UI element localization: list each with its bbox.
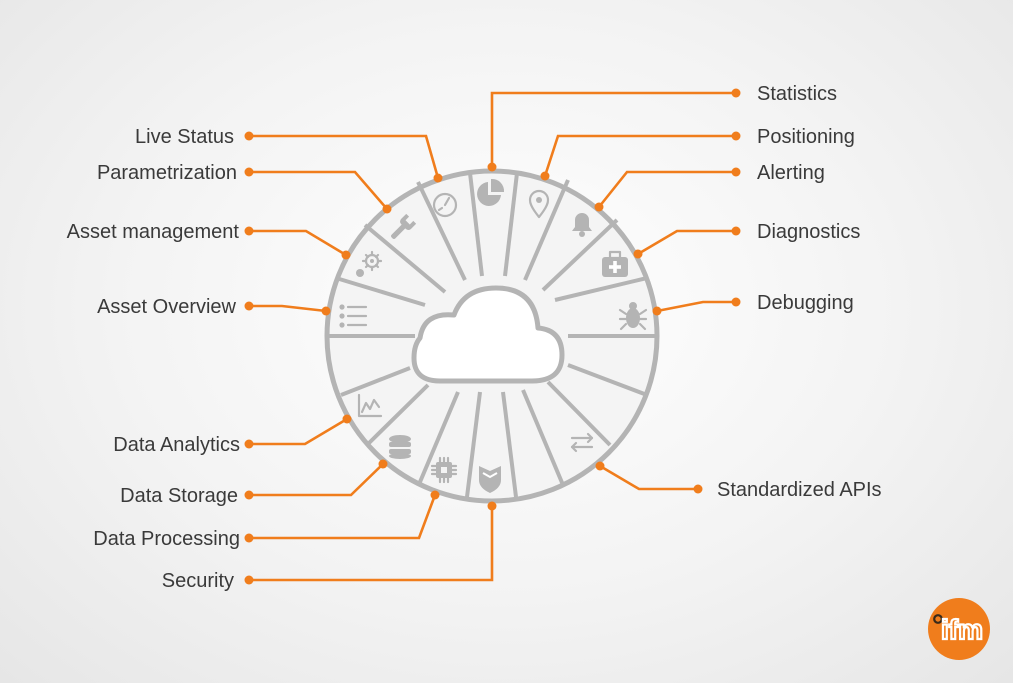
- leader-diagnostics: [633, 226, 741, 259]
- swap-arrows-icon: [570, 432, 594, 453]
- leader-parametrization: [244, 167, 392, 214]
- line-chart-icon: [357, 393, 383, 418]
- wheel-spokes: [329, 172, 655, 498]
- gauge-icon: [432, 192, 458, 218]
- leader-live-status: [244, 131, 443, 183]
- label-diagnostics: Diagnostics: [757, 221, 860, 243]
- wrench-icon: [391, 213, 417, 239]
- label-statistics: Statistics: [757, 83, 837, 105]
- label-standardized-apis: Standardized APIs: [717, 479, 882, 501]
- label-security: Security: [162, 570, 234, 592]
- leader-lines: [244, 88, 741, 585]
- leader-statistics: [487, 88, 741, 172]
- gears-icon: [356, 250, 383, 277]
- label-asset-overview: Asset Overview: [97, 296, 236, 318]
- leader-debugging: [652, 297, 741, 316]
- leader-data-storage: [244, 459, 388, 500]
- segment-icons: [339, 178, 648, 493]
- leader-security: [244, 501, 497, 585]
- label-data-storage: Data Storage: [120, 485, 238, 507]
- ifm-logo: ifm: [928, 598, 990, 660]
- label-asset-management: Asset management: [67, 221, 240, 243]
- wheel: [324, 168, 660, 504]
- chip-icon: [430, 456, 458, 484]
- database-icon: [389, 435, 411, 459]
- leader-data-analytics: [244, 414, 352, 449]
- label-live-status: Live Status: [135, 126, 234, 148]
- leader-alerting: [594, 167, 741, 212]
- label-data-processing: Data Processing: [93, 528, 240, 550]
- label-positioning: Positioning: [757, 126, 855, 148]
- map-pin-icon: [528, 189, 550, 219]
- label-data-analytics: Data Analytics: [113, 434, 240, 456]
- shield-icon: [479, 466, 501, 493]
- logo-text: ifm: [941, 614, 983, 645]
- medical-kit-icon: [602, 250, 628, 277]
- pie-chart-icon: [477, 178, 505, 206]
- label-alerting: Alerting: [757, 162, 825, 184]
- cloud-icon: [411, 285, 565, 384]
- bug-icon: [618, 302, 648, 331]
- label-debugging: Debugging: [757, 292, 854, 314]
- labels: Live Status Statistics Positioning Alert…: [67, 83, 882, 592]
- leader-positioning: [540, 131, 741, 181]
- leader-asset-overview: [244, 301, 331, 316]
- list-icon: [339, 304, 368, 328]
- bell-icon: [572, 213, 592, 237]
- leader-standardized-apis: [595, 461, 703, 494]
- leader-asset-management: [244, 226, 351, 260]
- label-parametrization: Parametrization: [97, 162, 237, 184]
- leader-data-processing: [244, 490, 440, 543]
